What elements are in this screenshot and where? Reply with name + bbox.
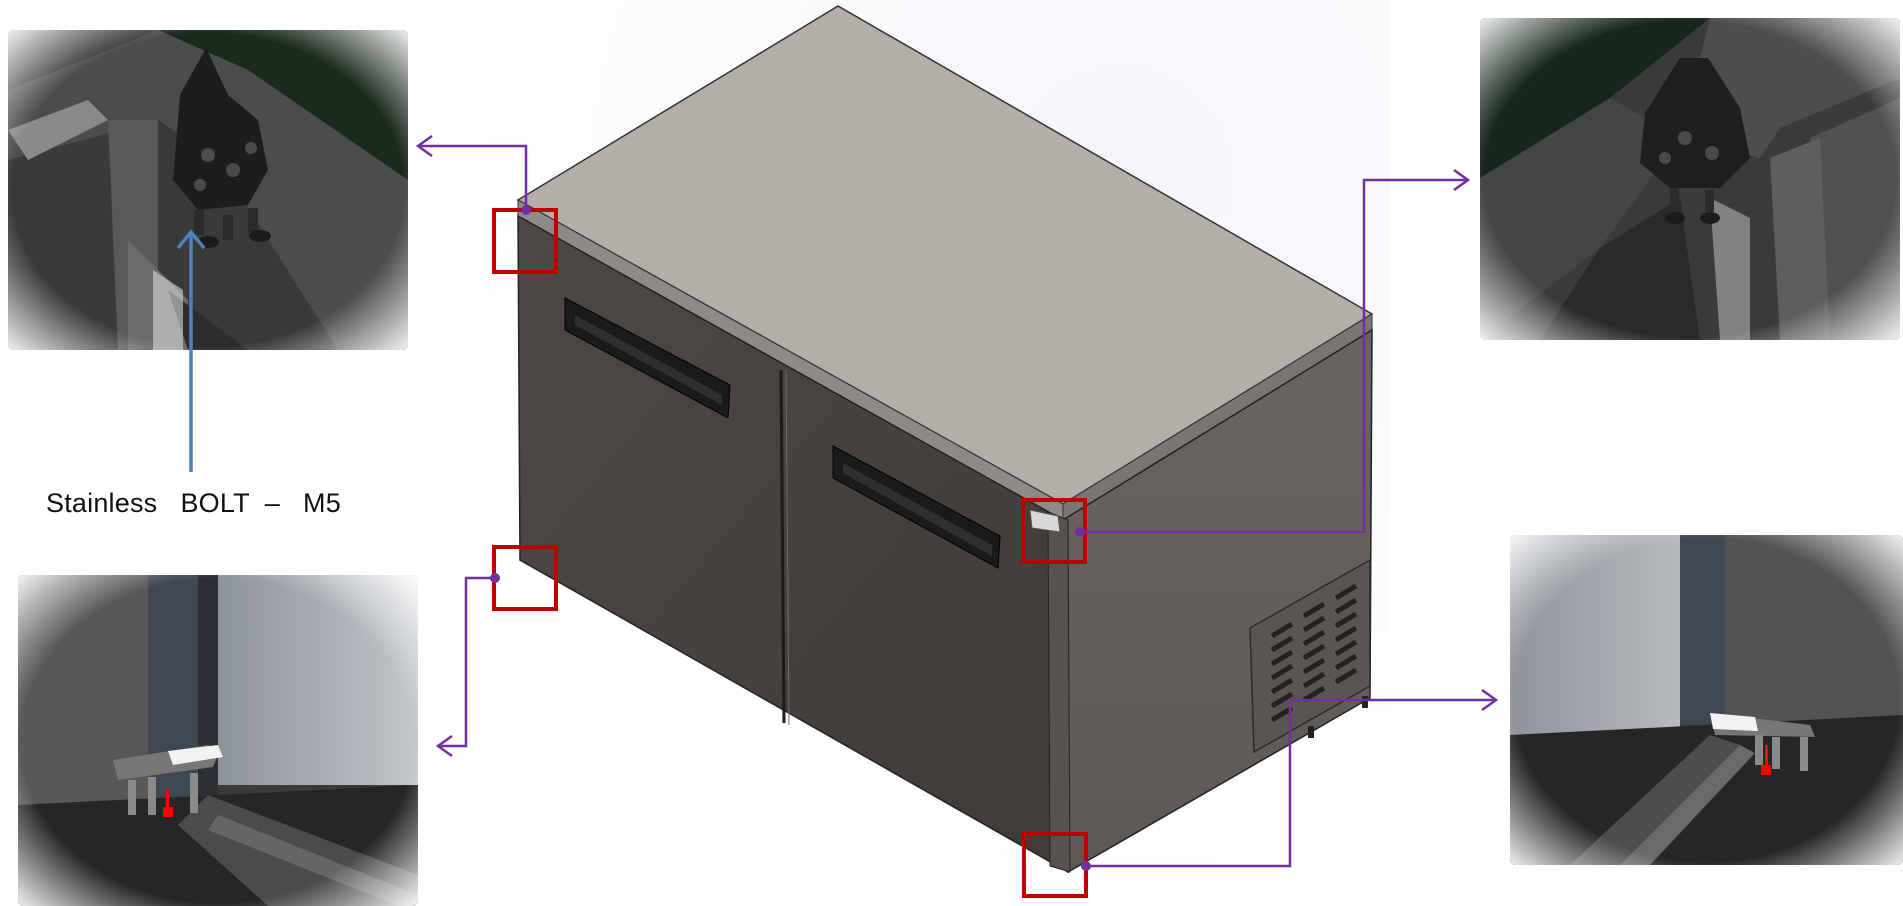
detail-top-right-hinge bbox=[1480, 18, 1900, 340]
leader-bottom-right bbox=[1086, 698, 1494, 868]
leader-top-left bbox=[420, 144, 528, 210]
detail-top-left-hinge bbox=[8, 30, 408, 350]
bolt-label: Stainless BOLT – M5 bbox=[46, 488, 341, 518]
bolt-pointer-arrow bbox=[176, 229, 206, 472]
detail-bottom-right-hinge bbox=[1510, 535, 1903, 865]
leader-top-right bbox=[1080, 178, 1466, 534]
vent-grille bbox=[1249, 558, 1371, 754]
detail-bottom-left-hinge bbox=[18, 575, 418, 906]
leader-bottom-left bbox=[440, 576, 495, 748]
door-divider bbox=[779, 369, 786, 724]
